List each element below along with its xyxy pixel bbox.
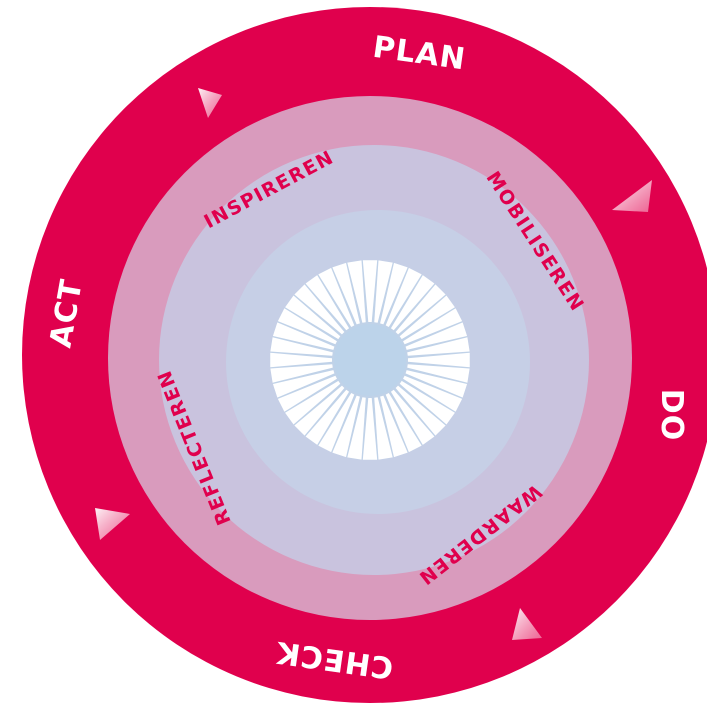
sunburst-ray bbox=[272, 322, 335, 350]
triangle-arrow-icon bbox=[198, 88, 222, 118]
sunburst-ray bbox=[374, 397, 393, 460]
sunburst-ray bbox=[305, 389, 350, 445]
sunburst-ray bbox=[403, 308, 463, 345]
sunburst-ray bbox=[407, 364, 470, 383]
sunburst-ray bbox=[277, 375, 337, 412]
sunburst-ray bbox=[270, 364, 333, 383]
sunburst-ray bbox=[390, 275, 435, 331]
sunburst-ray bbox=[347, 260, 366, 323]
sunburst-ray bbox=[385, 393, 422, 453]
label-do: DO bbox=[654, 389, 689, 441]
sunburst-ray bbox=[272, 370, 335, 398]
sunburst-ray bbox=[399, 295, 455, 340]
sunburst-ray bbox=[403, 375, 463, 412]
triangle-arrow-icon bbox=[612, 180, 652, 212]
sunburst-ray bbox=[407, 337, 470, 356]
sunburst-ray bbox=[294, 284, 345, 335]
sunburst-ray bbox=[407, 352, 470, 368]
sunburst-ray bbox=[270, 352, 333, 368]
sunburst-ray bbox=[285, 295, 341, 340]
sunburst-ray bbox=[399, 380, 455, 425]
sunburst-ray bbox=[395, 284, 446, 335]
sunburst-ray bbox=[332, 395, 360, 458]
sunburst-icon bbox=[270, 260, 470, 460]
sunburst-ray bbox=[405, 370, 468, 398]
sunburst-ray bbox=[405, 322, 468, 350]
sunburst-ray bbox=[390, 389, 435, 445]
triangle-arrow-icon bbox=[95, 508, 130, 540]
sunburst-core bbox=[334, 324, 406, 396]
sunburst-ray bbox=[380, 262, 408, 325]
sunburst-ray bbox=[362, 260, 378, 323]
sunburst-ray bbox=[374, 260, 393, 323]
sunburst-ray bbox=[395, 385, 446, 436]
sunburst-ray bbox=[380, 395, 408, 458]
sunburst-ray bbox=[305, 275, 350, 331]
sunburst-ray bbox=[285, 380, 341, 425]
sunburst-ray bbox=[385, 267, 422, 327]
sunburst-ray bbox=[270, 337, 333, 356]
sunburst-ray bbox=[277, 308, 337, 345]
sunburst-ray bbox=[347, 397, 366, 460]
sunburst-ray bbox=[318, 267, 355, 327]
sunburst-ray bbox=[318, 393, 355, 453]
sunburst-ray bbox=[362, 397, 378, 460]
sunburst-ray bbox=[294, 385, 345, 436]
sunburst-ray bbox=[332, 262, 360, 325]
triangle-arrow-icon bbox=[512, 608, 542, 640]
